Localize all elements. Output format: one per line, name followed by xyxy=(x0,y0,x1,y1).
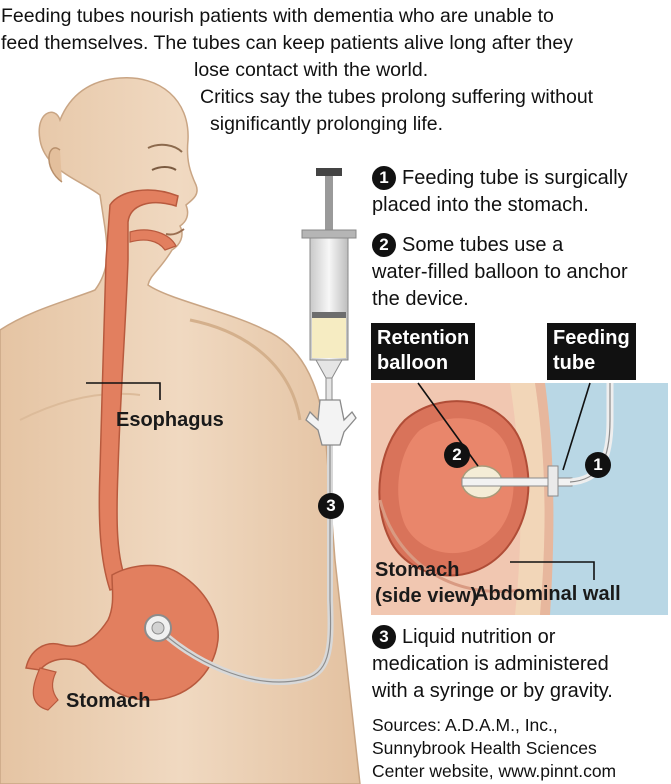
feeding-tube-label: Feeding tube xyxy=(547,323,636,380)
step-2-number: 2 xyxy=(372,233,396,257)
step-3-line-1: Liquid nutrition or xyxy=(402,626,556,648)
esophagus-leader-line xyxy=(86,382,161,400)
retention-balloon-label-line-1: Retention xyxy=(377,327,470,349)
step-1: 1 Feeding tube is surgically placed into … xyxy=(372,165,628,219)
step-2: 2 Some tubes use a water-filled balloon t… xyxy=(372,232,628,313)
intro-line-4: Critics say the tubes prolong suffering … xyxy=(200,86,594,108)
step-3-line-3: with a syringe or by gravity. xyxy=(372,680,613,702)
step-2-line-2: water-filled balloon to anchor xyxy=(372,261,628,283)
sources-line-1: Sources: A.D.A.M., Inc., xyxy=(372,715,558,735)
step-3-number: 3 xyxy=(372,625,396,649)
sources-line-3: Center website, www.pinnt.com xyxy=(372,761,617,781)
feeding-tube-label-line-1: Feeding xyxy=(553,327,630,349)
abdominal-wall-label: Abdominal wall xyxy=(474,583,621,605)
digestive-tract xyxy=(25,189,219,711)
step-1-line-2: placed into the stomach. xyxy=(372,194,589,216)
feeding-tube-line xyxy=(144,397,334,685)
feeding-tube-label-line-2: tube xyxy=(553,352,596,374)
inset-marker-1: 1 xyxy=(585,452,611,478)
step-2-line-3: the device. xyxy=(372,288,469,310)
step-1-number: 1 xyxy=(372,166,396,190)
stomach-side-label-line-2: (side view) xyxy=(375,585,478,607)
retention-balloon-label-line-2: balloon xyxy=(377,352,449,374)
sources: Sources: A.D.A.M., Inc., Sunnybrook Heal… xyxy=(372,714,616,783)
intro-line-3: lose contact with the world. xyxy=(194,59,429,81)
intro-line-1: Feeding tubes nourish patients with deme… xyxy=(1,5,554,27)
stomach-side-view-label: Stomach (side view) xyxy=(375,557,477,609)
intro-line-2: feed themselves. The tubes can keep pati… xyxy=(1,32,573,54)
tube-marker-3: 3 xyxy=(318,493,344,519)
step-1-line-1: Feeding tube is surgically xyxy=(402,167,628,189)
sources-line-2: Sunnybrook Health Sciences xyxy=(372,738,597,758)
step-3: 3 Liquid nutrition or medication is admin… xyxy=(372,624,613,705)
step-2-line-1: Some tubes use a xyxy=(402,234,564,256)
esophagus-label: Esophagus xyxy=(116,409,224,431)
stomach-side-label-line-1: Stomach xyxy=(375,559,460,581)
body-figure xyxy=(0,77,361,784)
retention-balloon-label: Retention balloon xyxy=(371,323,476,380)
step-3-line-2: medication is administered xyxy=(372,653,609,675)
inset-marker-2: 2 xyxy=(444,442,470,468)
syringe xyxy=(301,168,357,446)
intro-line-5: significantly prolonging life. xyxy=(210,113,444,135)
stomach-label: Stomach xyxy=(66,690,151,712)
inset-panel xyxy=(371,382,668,615)
